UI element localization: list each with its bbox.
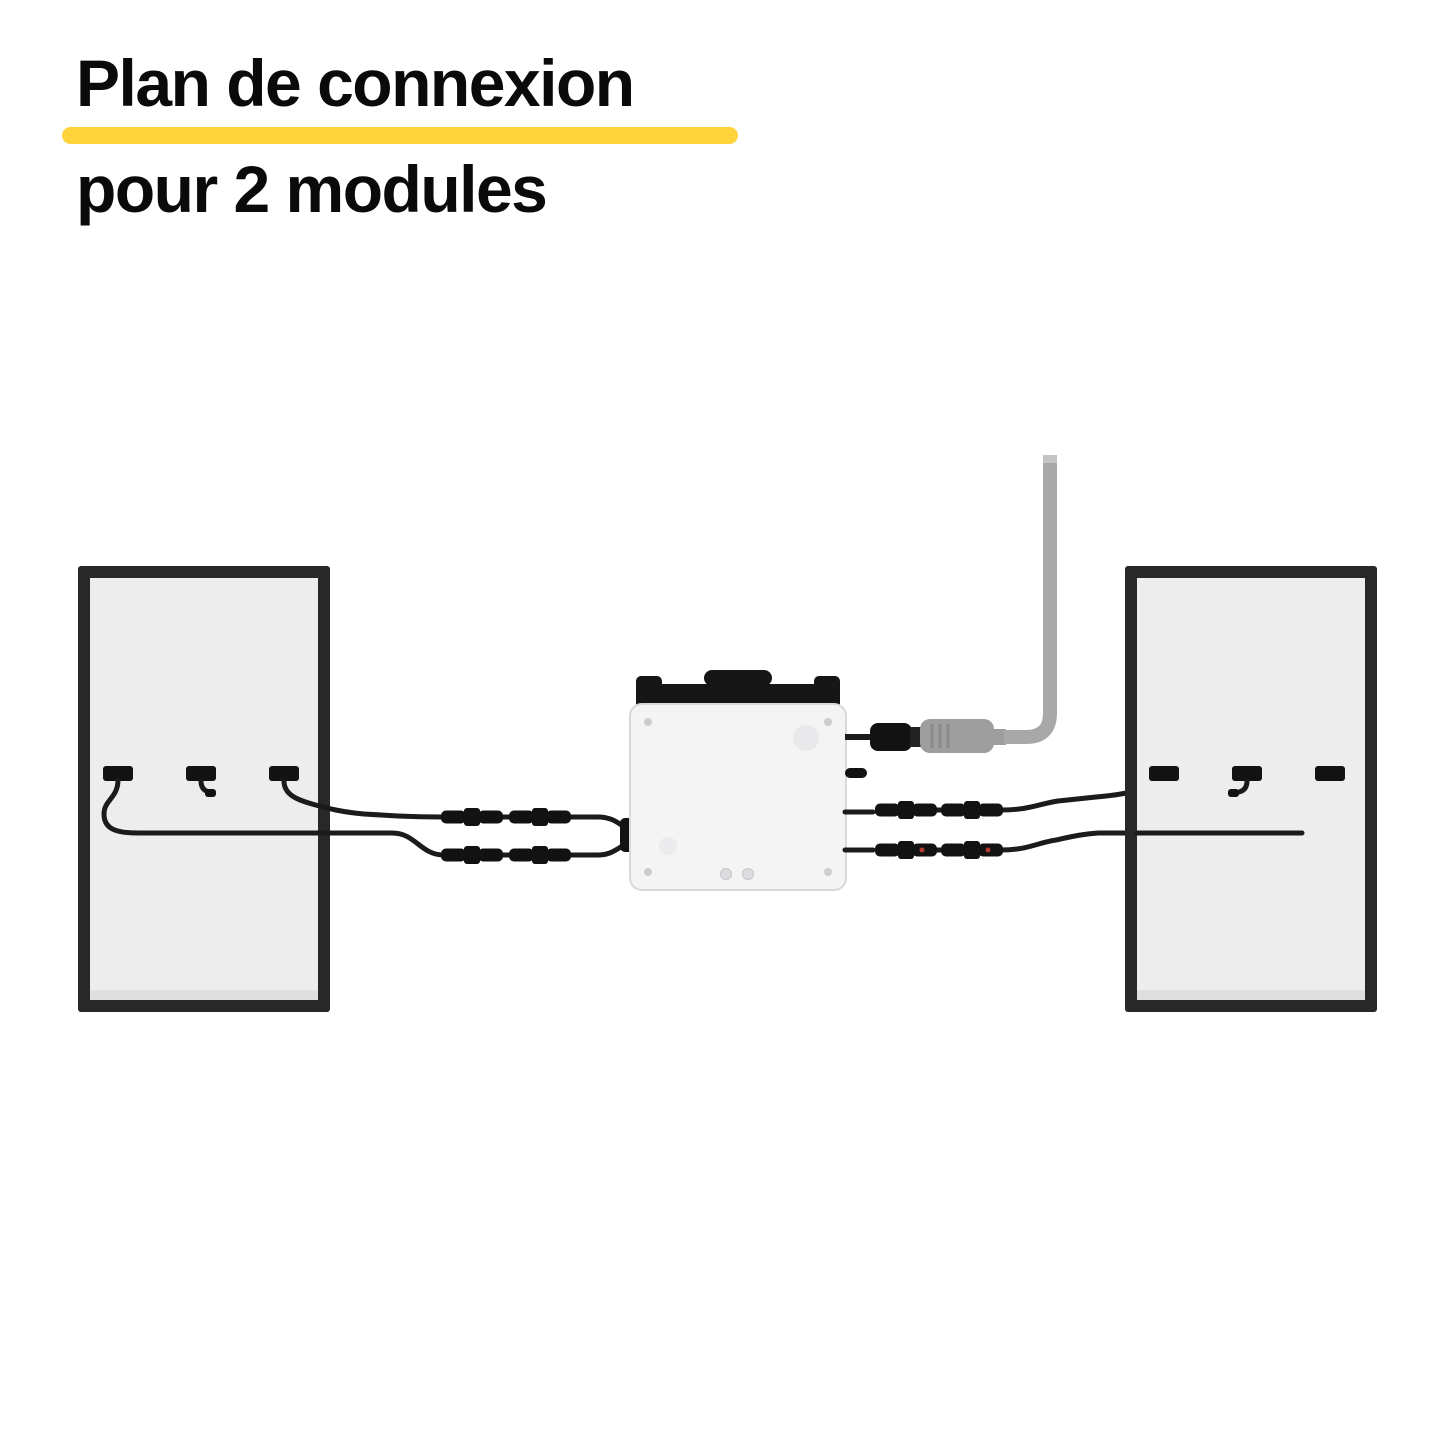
junction-box [269,766,299,781]
microinverter [620,670,867,891]
side-stub [845,768,867,778]
ac-connector-black [870,723,912,751]
mc4-connector-pair [941,801,1003,819]
mc4-connector-pair [509,846,571,864]
screw [644,868,652,876]
mounting-bracket [636,670,840,710]
ac-connector-ribs [930,724,950,748]
title-block: Plan de connexion pour 2 modules [62,46,738,227]
mc4-connector-pair [941,841,1003,859]
left-dc-cabling [101,777,635,864]
vent-mark [659,837,677,855]
solar-module-right [1125,566,1377,1012]
junction-box [103,766,133,781]
screw [824,718,832,726]
mc4-connector-pair [441,808,503,826]
mc4-connector-pair [875,801,937,819]
junction-box [186,766,216,781]
panel-inner-shadow [90,990,318,1000]
ac-connector-neck [910,727,922,747]
ac-output [845,455,1057,753]
ac-connector-taper [992,729,1006,745]
mc4-seal-mark [985,847,991,853]
ac-cable-cut-end [1043,455,1057,463]
junction-box-stub [1236,778,1250,795]
title-line-2: pour 2 modules [76,152,548,227]
junction-box [1149,766,1179,781]
mc4-connector-pair [441,846,503,864]
ac-cable [1004,462,1057,744]
dc-cable [281,778,445,820]
port-mark [720,868,732,880]
title-highlight-bar [62,127,738,145]
panel-backsheet [1137,578,1365,1000]
solar-module-left [78,566,330,1012]
screw [824,868,832,876]
dc-cable [101,777,449,858]
panel-inner-shadow [1137,990,1365,1000]
junction-box-stub-cap [1228,789,1239,797]
junction-box-stub-cap [205,789,216,797]
screw [644,718,652,726]
inverter-body [629,703,847,891]
vent-mark [793,725,819,751]
mc4-connector-pair [509,808,571,826]
mc4-seal-mark [919,847,925,853]
mc4-connector-pair [875,841,937,859]
junction-box [1232,766,1262,781]
title-line-1: Plan de connexion [76,46,635,120]
port-mark [742,868,754,880]
junction-box [1315,766,1345,781]
